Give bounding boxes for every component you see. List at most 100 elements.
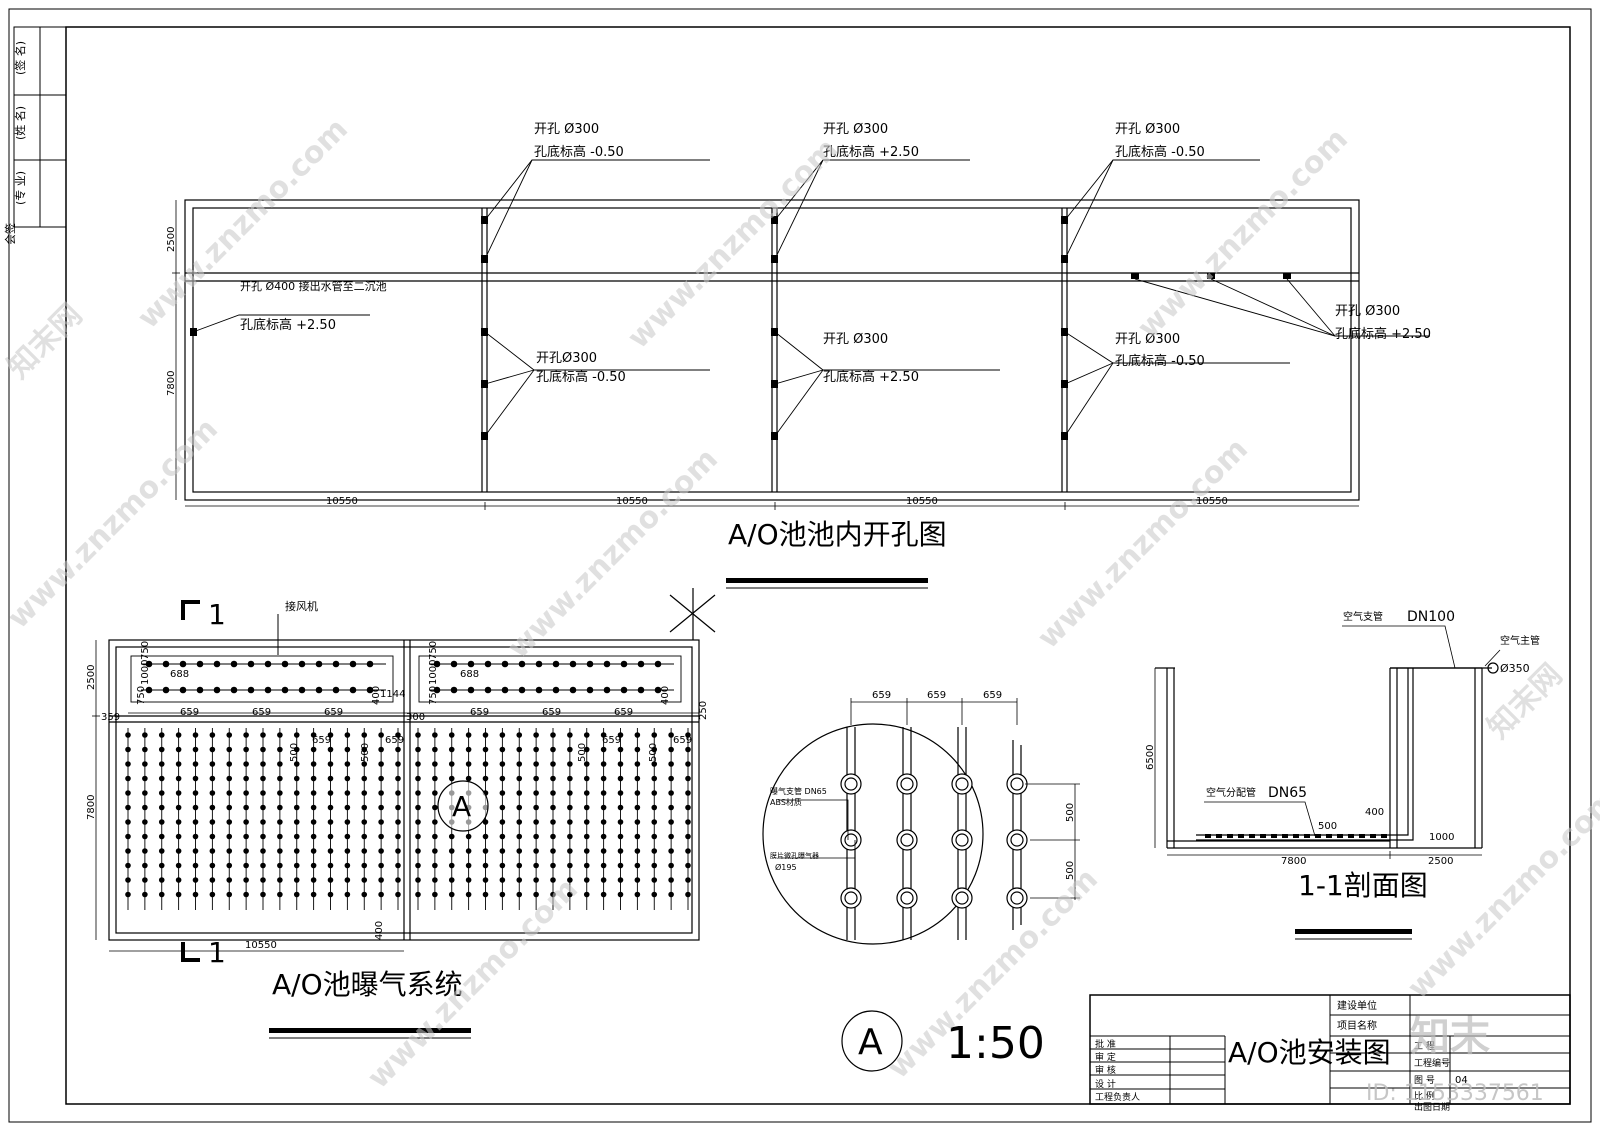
section-diffuser <box>1304 834 1310 838</box>
diffuser <box>550 877 556 883</box>
diffuser <box>395 848 401 854</box>
section-diffuser <box>1337 834 1343 838</box>
header-diffuser <box>298 686 306 694</box>
diffuser <box>651 775 658 782</box>
detail-diffuser-inner <box>955 833 969 847</box>
diffuser <box>668 746 674 753</box>
diffuser <box>142 819 148 825</box>
diffuser <box>634 761 641 767</box>
diffuser <box>192 877 199 883</box>
diffuser <box>516 891 523 898</box>
diffuser <box>567 862 573 869</box>
diffuser <box>617 804 624 811</box>
diffuser <box>600 732 607 738</box>
diffuser <box>432 833 438 840</box>
diffuser <box>361 862 368 869</box>
diffuser <box>415 804 421 811</box>
tb-role-lead: 工程负责人 <box>1095 1091 1140 1103</box>
header-diffuser <box>484 686 492 694</box>
diffuser <box>685 891 691 898</box>
note-8-line1: 开孔 Ø300 <box>1335 304 1400 319</box>
header-diffuser <box>213 660 221 668</box>
diffuser <box>448 848 455 854</box>
diffuser <box>617 891 624 898</box>
diffuser <box>192 804 199 811</box>
header-diffuser <box>332 660 340 668</box>
diffuser <box>567 819 573 825</box>
diffuser <box>634 804 641 811</box>
header-diffuser <box>315 686 323 694</box>
section-1-1 <box>1155 662 1499 849</box>
tb-field-scale: 比 例 <box>1414 1090 1435 1102</box>
aer-dim-688a: 688 <box>170 669 189 680</box>
diffuser <box>465 746 472 753</box>
diffuser <box>550 804 556 811</box>
diffuser <box>142 877 148 883</box>
diffuser <box>361 877 368 883</box>
aer-dim-400c: 400 <box>660 686 671 705</box>
diffuser <box>415 877 421 883</box>
diffuser <box>277 761 283 767</box>
section-label-main-dia: Ø350 <box>1500 662 1530 675</box>
header-diffuser <box>569 660 577 668</box>
diffuser <box>226 891 233 898</box>
diffuser <box>277 732 283 738</box>
diffuser <box>209 877 216 883</box>
header-diffuser <box>247 686 255 694</box>
diffuser <box>125 833 131 840</box>
diffuser <box>432 848 438 854</box>
aer-dim-659g: 659 <box>542 707 561 718</box>
dim-v-2500: 2500 <box>166 227 177 252</box>
section-label-dist-dn: DN65 <box>1268 785 1307 801</box>
diffuser <box>432 732 438 738</box>
diffuser <box>361 833 368 840</box>
diffuser <box>482 746 489 753</box>
note-1-line2: 孔底标高 -0.50 <box>534 144 624 160</box>
diffuser <box>448 761 455 767</box>
diffuser <box>175 848 182 854</box>
diffuser <box>499 804 506 811</box>
diffuser <box>277 848 283 854</box>
diffuser <box>583 862 590 869</box>
diffuser <box>651 877 658 883</box>
diffuser <box>125 848 131 854</box>
diffuser <box>142 804 148 811</box>
diffuser <box>668 761 674 767</box>
diffuser <box>499 833 506 840</box>
section-dist-dots <box>1205 834 1387 838</box>
diffuser <box>209 891 216 898</box>
diffuser <box>209 775 216 782</box>
detail-diffuser-inner <box>1010 777 1024 791</box>
diffuser <box>209 790 216 796</box>
header-diffuser <box>349 686 357 694</box>
diffuser <box>310 891 317 898</box>
detail-dim-500a: 500 <box>1065 803 1076 822</box>
header-diffuser <box>586 660 594 668</box>
section-diffuser <box>1205 834 1211 838</box>
diffuser <box>685 732 691 738</box>
diffuser <box>415 862 421 869</box>
header-diffuser <box>535 686 543 694</box>
diffuser <box>651 804 658 811</box>
diffuser <box>533 761 539 767</box>
diffuser <box>158 804 165 811</box>
tb-role-design: 设 计 <box>1095 1078 1116 1090</box>
section-diffuser <box>1282 834 1288 838</box>
diffuser <box>142 833 148 840</box>
diffuser <box>310 848 317 854</box>
aer-dim-750d: 750 <box>428 686 439 705</box>
diffuser <box>395 891 401 898</box>
diffuser <box>125 746 131 753</box>
diffuser <box>344 804 351 811</box>
diffuser <box>361 790 368 796</box>
diffuser <box>533 746 539 753</box>
diffuser <box>378 833 384 840</box>
diffuser <box>415 891 421 898</box>
diffuser <box>378 877 384 883</box>
aer-dim-750a: 750 <box>140 641 151 660</box>
header-diffuser <box>467 686 475 694</box>
diffuser <box>482 848 489 854</box>
diffuser <box>344 775 351 782</box>
diffuser <box>448 732 455 738</box>
section-dim-400: 400 <box>1365 807 1384 818</box>
